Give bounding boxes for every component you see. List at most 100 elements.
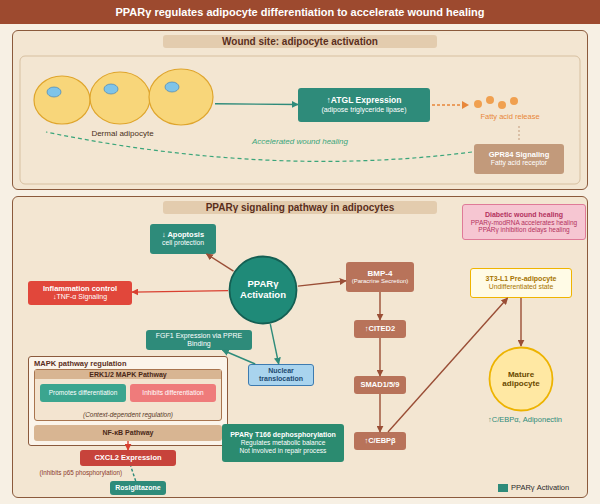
node-text: MAPK pathway regulation xyxy=(29,357,227,370)
connector-arrow xyxy=(215,103,298,105)
node-text: Diabetic wound healing xyxy=(485,211,563,219)
node-text: ERK1/2 MAPK Pathway xyxy=(35,370,221,379)
ellipse-outline xyxy=(490,348,553,411)
fatty-acid-dot xyxy=(474,100,482,108)
node-text: Undifferentiated state xyxy=(489,283,554,291)
node-text: GPR84 Signaling xyxy=(489,151,549,160)
group-box: MAPK pathway regulationERK1/2 MAPK Pathw… xyxy=(28,356,228,446)
drug-box: Rosiglitazone xyxy=(110,481,166,495)
process-box: ↑C/EBPβ xyxy=(354,432,406,450)
node-text: PPARγ signaling pathway in adipocytes xyxy=(163,201,437,214)
cell-box: 3T3-L1 Pre-adipocyteUndifferentiated sta… xyxy=(470,268,572,298)
leader-line xyxy=(519,126,520,142)
cell-nucleus xyxy=(47,87,61,97)
node-text: ↓ Apoptosis xyxy=(162,231,204,240)
hub-circle: PPARγ Activation xyxy=(228,255,298,325)
process-box: ↓ Apoptosiscell protection xyxy=(150,224,216,254)
label-text: ↑C/EBPα, Adiponectin xyxy=(470,416,580,425)
section-panel: PPARγ signaling pathway in adipocytesDia… xyxy=(12,196,588,498)
cell-illustration: Dermal adipocyte xyxy=(30,66,215,140)
node-text: FGF1 Expression via PPRE Binding xyxy=(149,332,249,348)
node-text: BMP-4 xyxy=(368,269,393,278)
node-text: (adipose triglyceride lipase) xyxy=(321,106,406,114)
label-text: Accelerated wound healing xyxy=(225,137,375,146)
node-text: PPARγ inhibition delays healing xyxy=(478,226,569,233)
fatty-acid-dot xyxy=(510,97,518,105)
node-text: (Paracrine Secretion) xyxy=(352,278,409,285)
label-text: (Inhibits p65 phosphorylation) xyxy=(14,469,122,476)
node-text: Nuclear translocation xyxy=(252,367,310,383)
fatty-acid-dot xyxy=(486,96,494,104)
node-text: (Context-dependent regulation) xyxy=(35,411,221,418)
node-text: Regulates metabolic balance xyxy=(241,439,326,447)
release-arrow xyxy=(432,104,462,105)
connector-arrow xyxy=(388,298,508,432)
arrow-head xyxy=(462,101,469,109)
process-box: FGF1 Expression via PPRE Binding xyxy=(146,330,252,350)
connector-arrow xyxy=(222,350,255,364)
connector-arrow xyxy=(270,324,278,364)
connector-arrow xyxy=(379,394,380,432)
connector-arrow xyxy=(379,338,380,376)
node-text: NF-κB Pathway xyxy=(103,429,154,437)
title-text: PPARγ regulates adipocyte differentiatio… xyxy=(0,0,600,24)
process-box: Nuclear translocation xyxy=(248,364,314,386)
adipocyte-cell xyxy=(149,69,213,125)
connector-arrow xyxy=(207,254,234,271)
node-text: Not involved in repair process xyxy=(240,447,327,455)
connector-arrow xyxy=(127,441,128,450)
node-text: ↑C/EBPβ xyxy=(364,437,395,446)
ellipse-outline xyxy=(230,257,297,324)
node-text: 3T3-L1 Pre-adipocyte xyxy=(486,275,557,283)
pathway-bar: NF-κB Pathway xyxy=(34,425,222,441)
node-text: Inflammation control xyxy=(43,285,117,294)
connector-arrow xyxy=(132,291,228,293)
process-box: SMAD1/5/9 xyxy=(354,376,406,394)
cell-circle: Mature adipocyte xyxy=(488,346,554,412)
node-text: PPARγ T166 dephosphorylation xyxy=(230,431,336,439)
adipocyte-cell xyxy=(34,76,90,124)
effect-box: Promotes differentiation xyxy=(40,384,126,402)
cell-nucleus xyxy=(104,84,118,94)
node-text: Dermal adipocyte xyxy=(30,129,215,138)
process-box: GPR84 SignalingFatty acid receptor xyxy=(474,144,564,174)
node-text: Fatty acid receptor xyxy=(491,159,547,167)
note-box: PPARγ T166 dephosphorylationRegulates me… xyxy=(222,424,344,462)
label-text: Fatty acid release xyxy=(455,113,565,122)
inner-frame xyxy=(20,56,580,184)
note-box: Diabetic wound healingPPARγ-modRNA accel… xyxy=(462,204,586,240)
node-text: Wound site: adipocyte activation xyxy=(163,35,437,48)
adipocyte-cell xyxy=(90,72,150,124)
node-text: PPARγ-modRNA accelerates healing xyxy=(471,219,577,226)
process-box: CXCL2 Expression xyxy=(80,450,176,466)
legend-text: PPARγ Activation xyxy=(511,484,569,493)
healing-curve xyxy=(46,132,472,161)
effect-box: Inhibits differentiation xyxy=(130,384,216,402)
node-text: PPARγ Activation xyxy=(231,279,295,301)
node-text: ↑CITED2 xyxy=(365,325,395,334)
legend-row: PPARγ Activation xyxy=(498,484,569,493)
section-panel: Wound site: adipocyte activationDermal a… xyxy=(12,30,588,190)
fatty-acid-dot xyxy=(498,101,506,109)
node-text: Mature adipocyte xyxy=(491,370,551,388)
connector-arrow xyxy=(379,292,380,320)
node-text: ↑ATGL Expression xyxy=(327,96,402,106)
node-text: Promotes differentiation xyxy=(49,389,118,396)
connector-arrow xyxy=(131,466,136,481)
process-box: Inflammation control↓TNF-α Signaling xyxy=(28,281,132,305)
connector-arrow xyxy=(520,298,521,346)
node-text: Inhibits differentiation xyxy=(142,389,203,396)
node-text: cell protection xyxy=(162,239,204,247)
node-text: Rosiglitazone xyxy=(115,484,161,492)
process-box: ↑CITED2 xyxy=(354,320,406,338)
process-box: BMP-4(Paracrine Secretion) xyxy=(346,262,414,292)
node-text: ↓TNF-α Signaling xyxy=(53,293,107,301)
group-box: ERK1/2 MAPK Pathway (Context-dependent re… xyxy=(34,369,222,421)
legend-swatch xyxy=(498,484,508,492)
cell-nucleus xyxy=(165,82,179,92)
process-box: ↑ATGL Expression(adipose triglyceride li… xyxy=(298,88,430,122)
connector-arrow xyxy=(298,281,346,286)
node-text: CXCL2 Expression xyxy=(94,454,161,463)
